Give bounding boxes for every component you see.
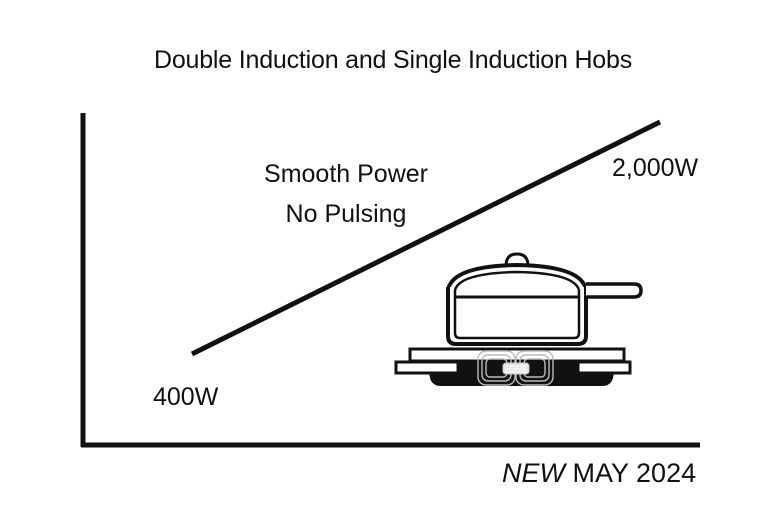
pan-on-induction-hob-icon — [394, 252, 643, 386]
new-badge: NEW — [502, 458, 565, 488]
max-power-label: 2,000W — [612, 154, 699, 182]
feature-callout: Smooth Power No Pulsing — [230, 154, 462, 234]
release-date-footer: NEW MAY 2024 — [502, 458, 696, 489]
feature-line-1: Smooth Power — [264, 160, 428, 188]
min-power-label: 400W — [153, 383, 219, 411]
feature-line-2: No Pulsing — [285, 200, 407, 228]
power-ramp-line — [190, 119, 662, 357]
diagram-title: Double Induction and Single Induction Ho… — [153, 46, 633, 74]
release-date: MAY 2024 — [572, 458, 697, 488]
